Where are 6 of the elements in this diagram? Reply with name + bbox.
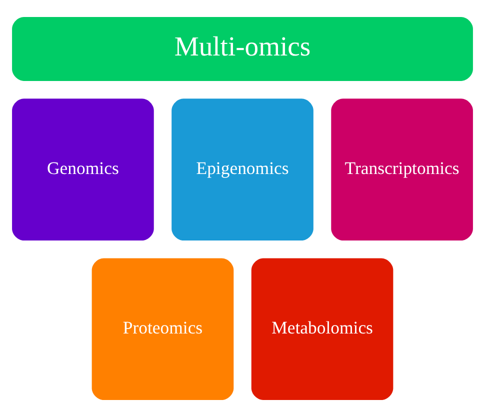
node-box: Genomics (12, 98, 154, 240)
node-box: Multi-omics (12, 16, 473, 80)
node-box: Epigenomics (172, 98, 314, 240)
node-box: Proteomics (92, 258, 234, 400)
node-box: Transcriptomics (331, 98, 473, 240)
node-box: Metabolomics (251, 258, 394, 400)
